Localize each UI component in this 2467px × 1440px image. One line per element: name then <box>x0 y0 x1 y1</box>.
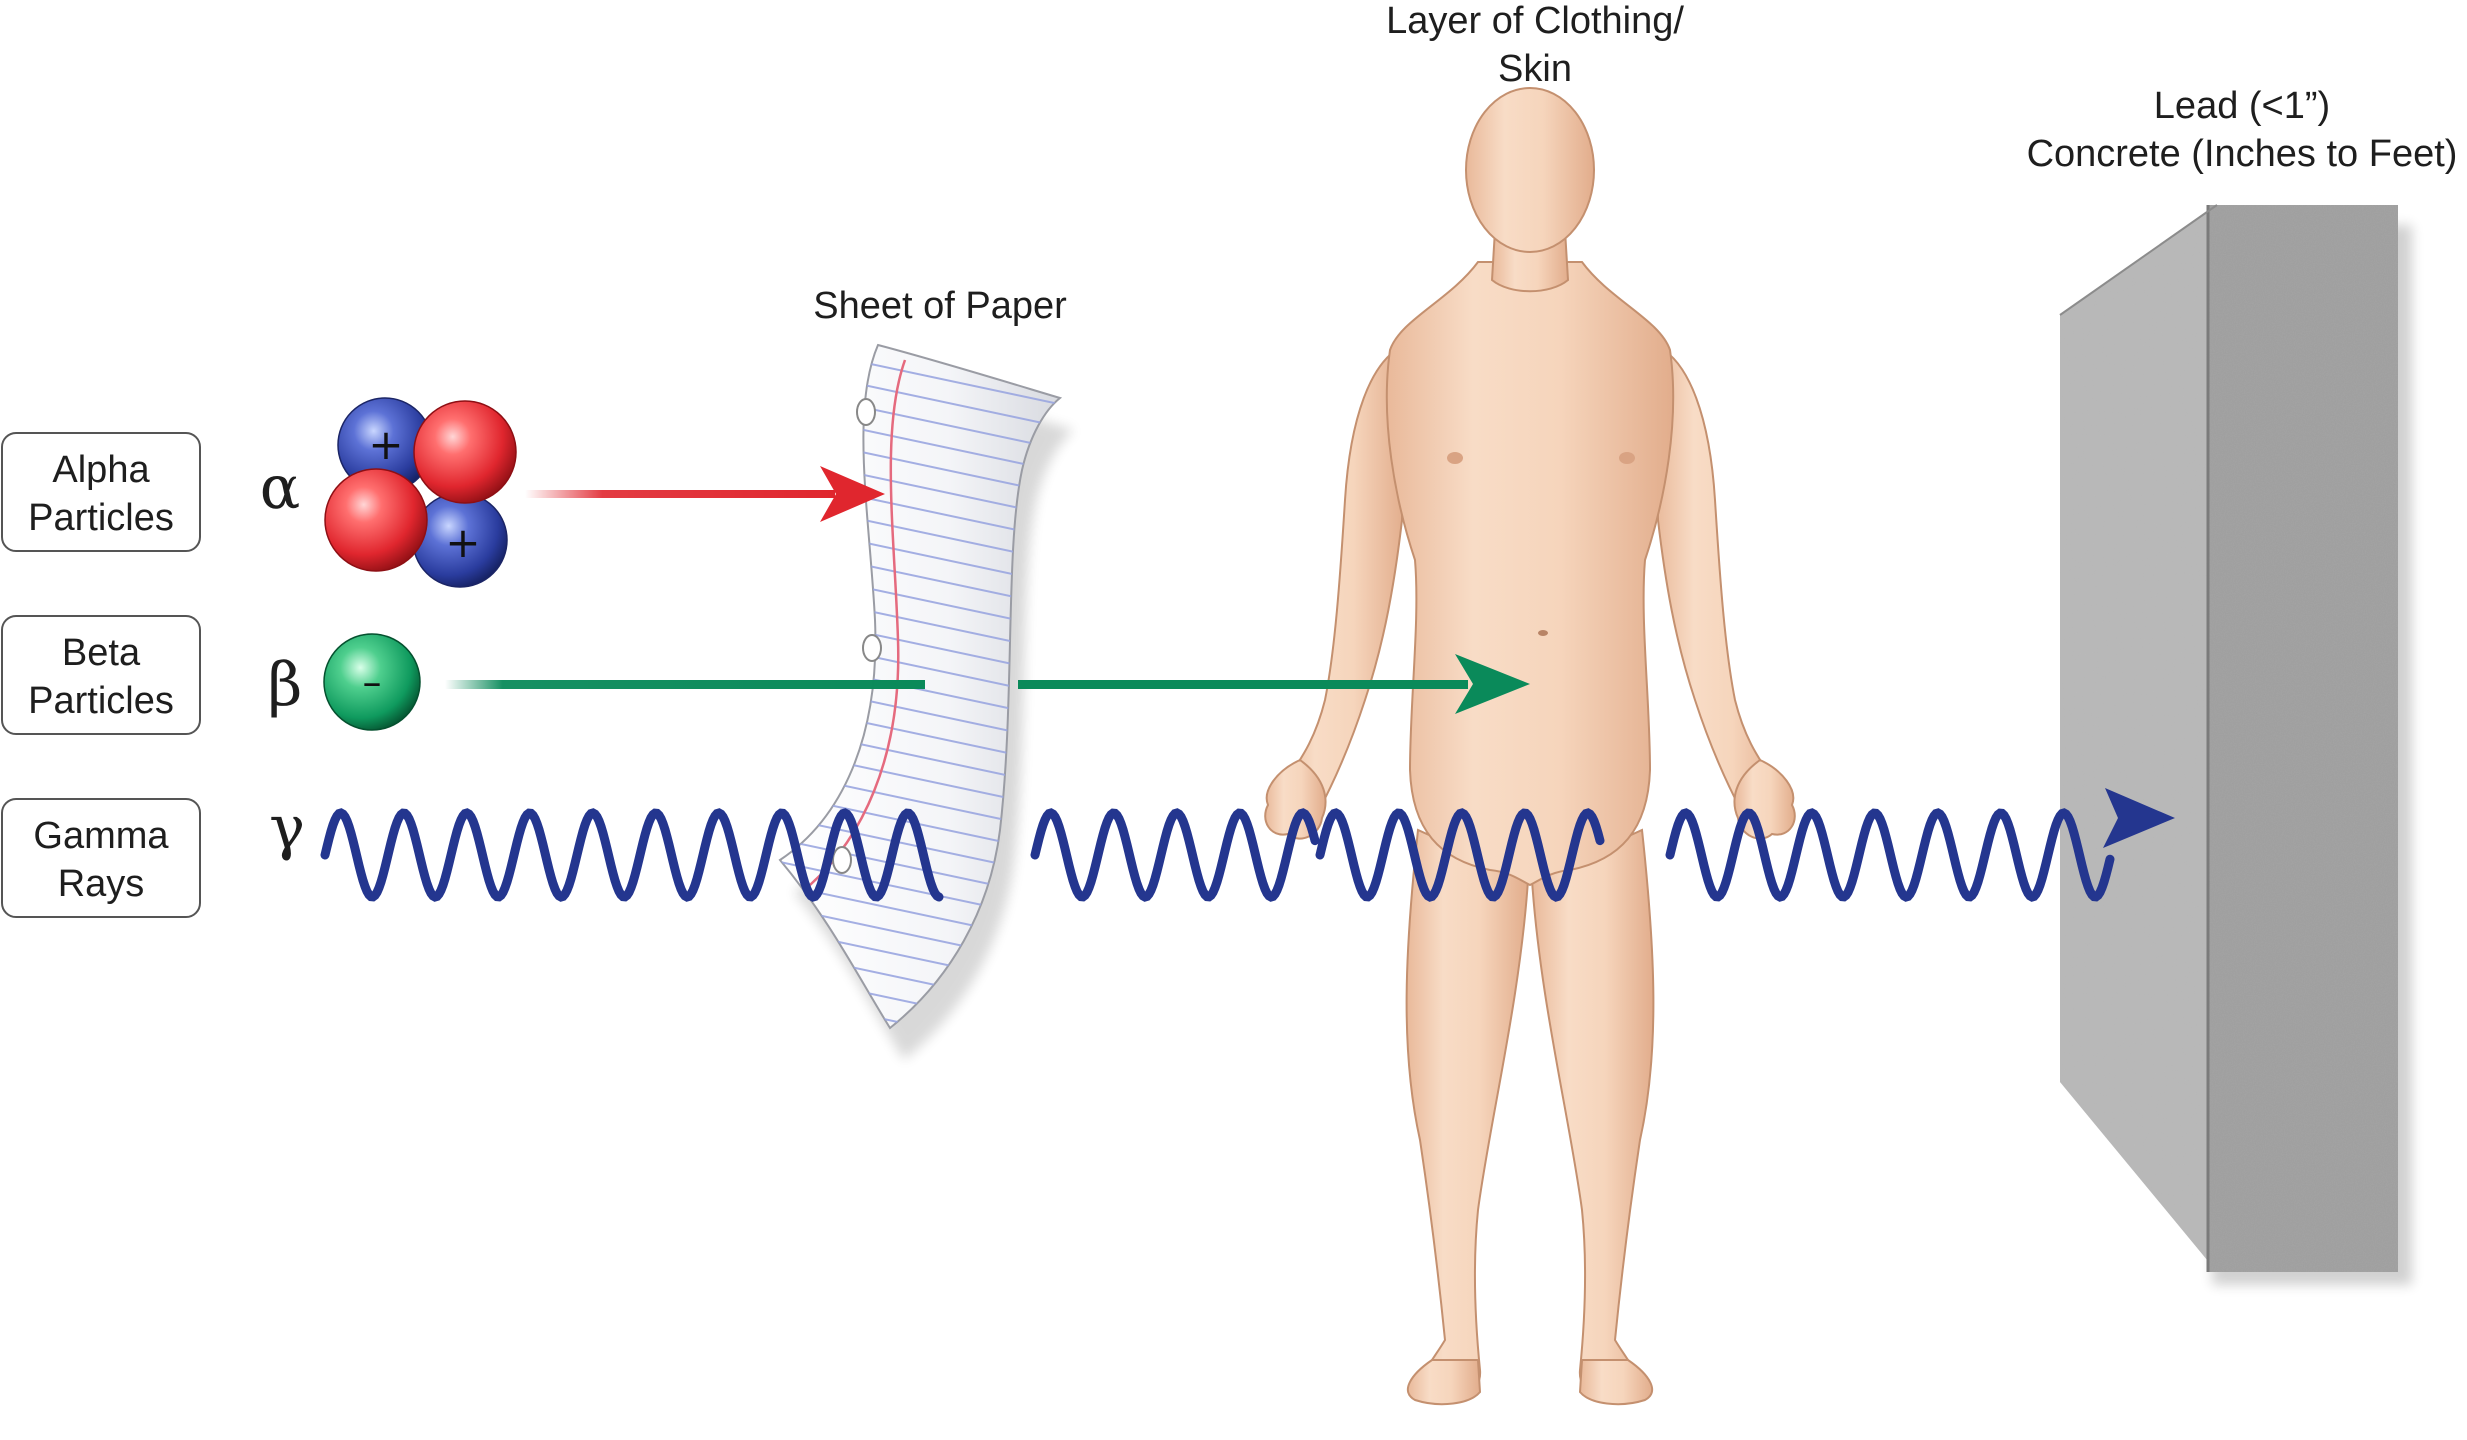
alpha-symbol: α <box>260 453 301 523</box>
left-arm <box>1274 343 1407 834</box>
gamma-arrowhead <box>2103 788 2175 848</box>
sheet-of-paper <box>778 343 1074 1060</box>
left-nipple <box>1447 452 1463 464</box>
gamma-wave-segment <box>1665 808 2115 902</box>
alpha-plus-sign: + <box>445 518 480 567</box>
gamma-wave <box>320 808 2115 902</box>
lead-concrete-wall <box>2059 204 2412 1285</box>
gamma-wave-segment <box>1315 808 1605 902</box>
paper-hole <box>862 634 882 662</box>
beta-arrow <box>445 654 1530 714</box>
navel <box>1538 630 1548 636</box>
head <box>1465 87 1595 253</box>
beta-label-line1: Beta <box>62 632 141 674</box>
left-foot <box>1406 1359 1482 1406</box>
alpha-particle-icon: + + <box>324 397 517 588</box>
gamma-symbol: γ <box>269 793 305 863</box>
torso <box>1385 261 1675 887</box>
beta-symbol: β <box>268 650 303 720</box>
gamma-label-box: Gamma Rays <box>1 798 201 918</box>
alpha-plus-sign: + <box>368 420 403 469</box>
gamma-wave-segment <box>320 808 944 902</box>
right-nipple <box>1619 452 1635 464</box>
gamma-label-line2: Rays <box>58 863 145 905</box>
right-leg <box>1530 828 1655 1398</box>
paper-hole <box>832 846 852 874</box>
human-body-figure <box>1264 87 1796 1406</box>
gamma-label-line1: Gamma <box>33 815 169 857</box>
left-leg <box>1405 828 1530 1398</box>
alpha-label-line2: Particles <box>28 497 174 539</box>
beta-particle-icon: – <box>323 633 421 731</box>
beta-label-box: Beta Particles <box>1 615 201 735</box>
body-label-line1: Layer of Clothing/ <box>1386 0 1684 42</box>
right-arm <box>1653 343 1786 834</box>
beta-label-line2: Particles <box>28 680 174 722</box>
wall-label-line2: Concrete (Inches to Feet) <box>2027 133 2458 175</box>
paper-hole <box>856 398 876 426</box>
beta-minus-sign: – <box>363 660 382 704</box>
gamma-wave-segment <box>1030 808 1320 902</box>
wall-label-line1: Lead (<1”) <box>2154 85 2330 127</box>
body-label-line2: Skin <box>1498 48 1572 90</box>
alpha-label-line1: Alpha <box>52 449 150 491</box>
paper-label: Sheet of Paper <box>813 285 1067 327</box>
alpha-label-box: Alpha Particles <box>1 432 201 552</box>
alpha-arrow <box>525 466 885 522</box>
right-foot <box>1578 1359 1654 1406</box>
